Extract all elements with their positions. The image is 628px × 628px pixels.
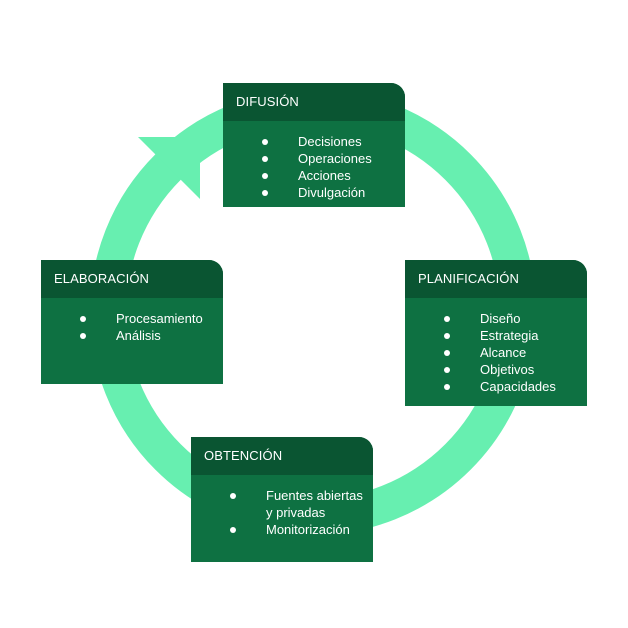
list-item: Alcance: [405, 344, 587, 361]
card-elaboracion: ELABORACIÓN Procesamiento Análisis: [41, 260, 223, 384]
list-item: Operaciones: [223, 150, 405, 167]
list-item: Monitorización: [191, 521, 373, 538]
list-item: Divulgación: [223, 184, 405, 201]
card-title-planificacion: PLANIFICACIÓN: [405, 260, 587, 298]
cycle-arrowhead: [138, 137, 200, 199]
card-title-elaboracion: ELABORACIÓN: [41, 260, 223, 298]
card-list-planificacion: Diseño Estrategia Alcance Objetivos Capa…: [405, 298, 587, 395]
card-title-obtencion: OBTENCIÓN: [191, 437, 373, 475]
list-item: Diseño: [405, 310, 587, 327]
list-item: Estrategia: [405, 327, 587, 344]
card-title-difusion: DIFUSIÓN: [223, 83, 405, 121]
card-obtencion: OBTENCIÓN Fuentes abiertas y privadas Mo…: [191, 437, 373, 562]
card-list-elaboracion: Procesamiento Análisis: [41, 298, 223, 344]
list-item: Análisis: [41, 327, 223, 344]
list-item: Procesamiento: [41, 310, 223, 327]
card-list-obtencion: Fuentes abiertas y privadas Monitorizaci…: [191, 475, 373, 538]
card-difusion: DIFUSIÓN Decisiones Operaciones Acciones…: [223, 83, 405, 207]
list-item: Objetivos: [405, 361, 587, 378]
list-item: Acciones: [223, 167, 405, 184]
card-planificacion: PLANIFICACIÓN Diseño Estrategia Alcance …: [405, 260, 587, 406]
card-list-difusion: Decisiones Operaciones Acciones Divulgac…: [223, 121, 405, 201]
list-item: Fuentes abiertas y privadas: [191, 487, 373, 521]
list-item: Decisiones: [223, 133, 405, 150]
list-item: Capacidades: [405, 378, 587, 395]
